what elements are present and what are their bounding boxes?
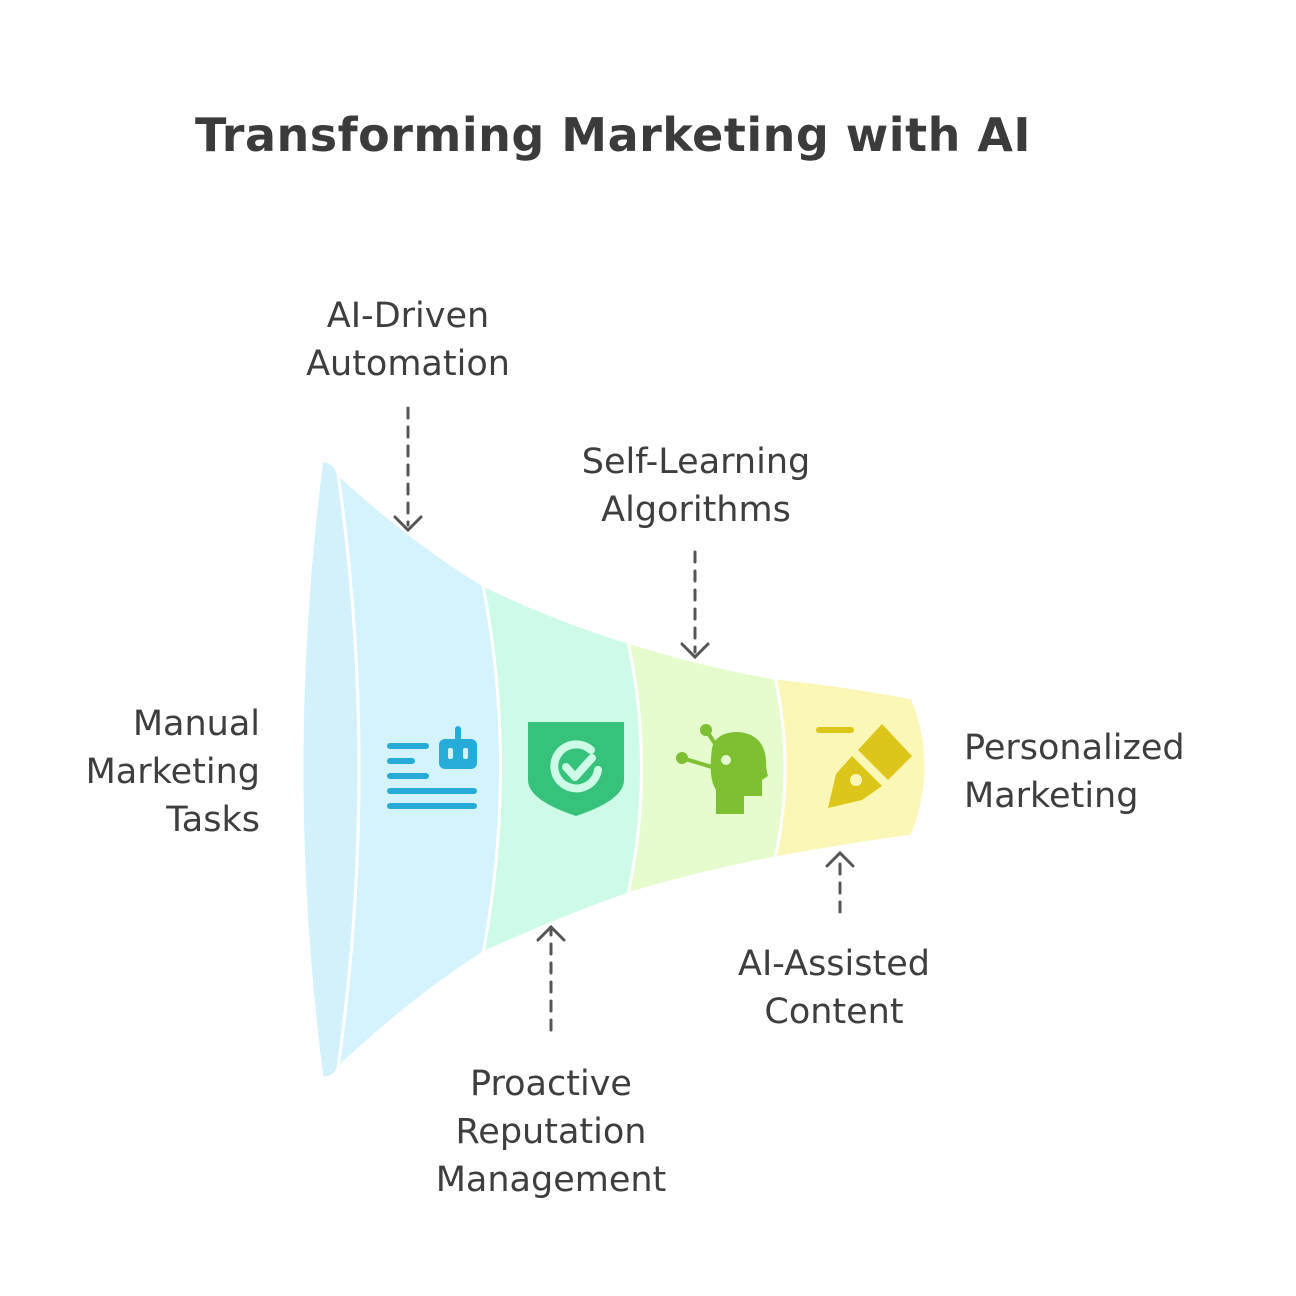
arrow-proactive-reputation-management [536, 924, 566, 1032]
robot-text-icon [387, 726, 477, 809]
arrow-ai-driven-automation [393, 406, 423, 533]
end-label: Personalized Marketing [964, 728, 1185, 816]
funnel-mouth [300, 458, 361, 1080]
start-label: Manual Marketing Tasks [85, 704, 260, 840]
arrow-ai-assisted-content [825, 850, 855, 914]
funnel-end-cap [911, 696, 934, 838]
stage-label-ai-driven-automation: AI-Driven Automation [306, 296, 510, 384]
ai-head-icon [676, 724, 768, 814]
pen-nib-icon [816, 724, 912, 808]
stage-label-ai-assisted-content: AI-Assisted Content [738, 944, 930, 1032]
arrow-self-learning-algorithms [680, 550, 710, 660]
stage-label-self-learning-algorithms: Self-Learning Algorithms [581, 442, 811, 530]
shield-check-icon [528, 722, 624, 816]
diagram-title: Transforming Marketing with AI [194, 108, 1032, 162]
funnel-segment-ai-driven-automation [335, 470, 502, 1073]
stage-label-proactive-reputation-management: Proactive Reputation Management [435, 1064, 667, 1200]
